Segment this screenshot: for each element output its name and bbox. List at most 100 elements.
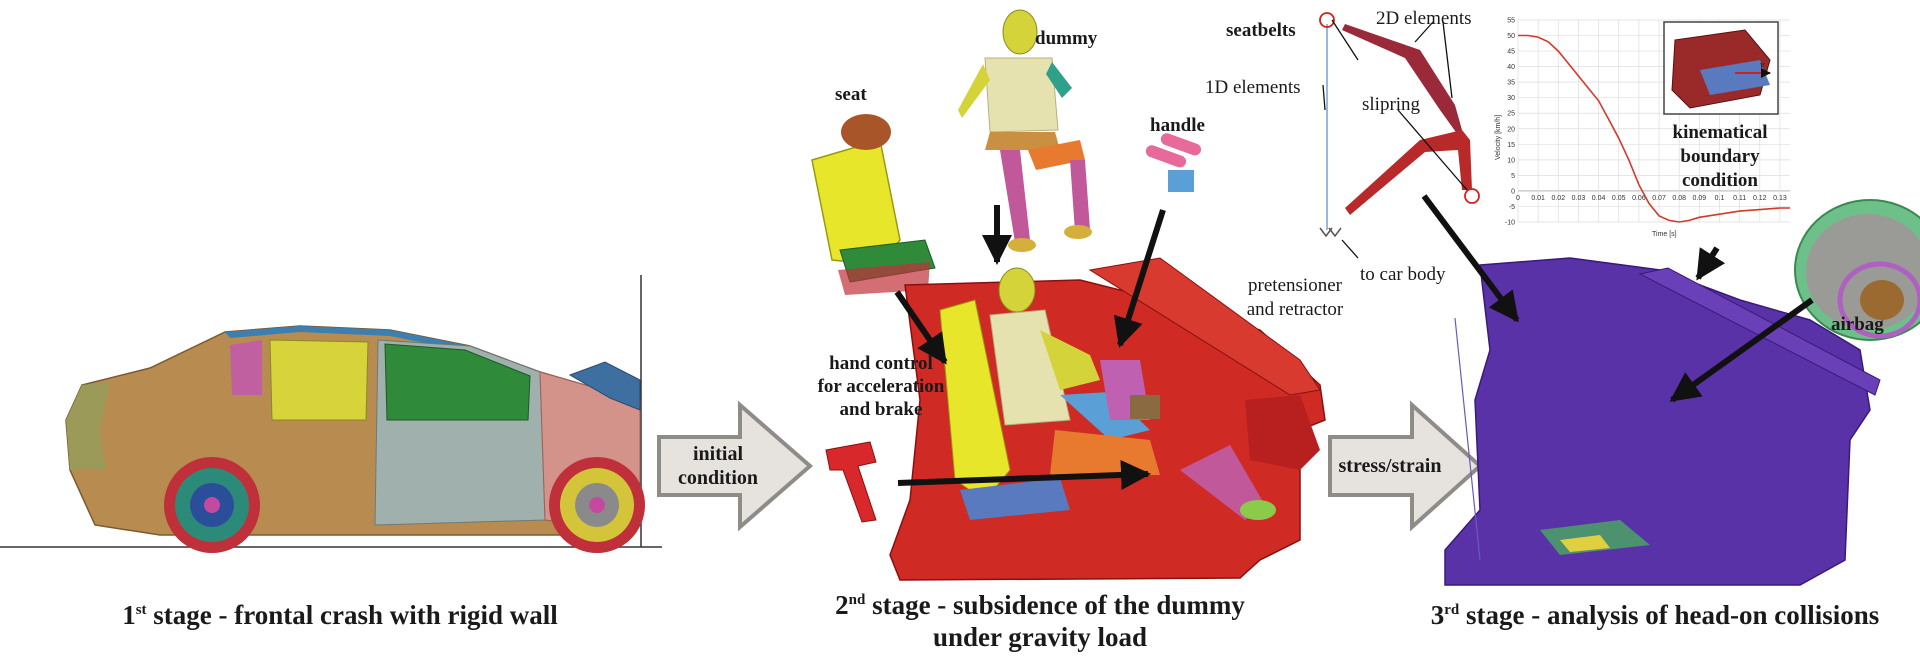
initial-condition-arrow — [657, 400, 814, 532]
dummy-exploded-model — [958, 9, 1092, 252]
dummy-label: dummy — [1035, 28, 1098, 49]
shoulder-belt — [1342, 24, 1462, 135]
kinematical-line-1: kinematical — [1672, 122, 1768, 143]
stage2-caption: 2nd stage - subsidence of the dummy unde… — [780, 584, 1300, 653]
stage1-caption-text: stage - frontal crash with rigid wall — [146, 600, 558, 630]
seat-exploded-model — [811, 114, 936, 295]
hand-control-label: hand control for acceleration and brake — [806, 352, 956, 421]
stage3-caption: 3rd stage - analysis of head-on collisio… — [1395, 600, 1915, 631]
chart-xtick-label: 0.13 — [1773, 195, 1787, 202]
slipring-label: slipring — [1362, 94, 1421, 115]
front-wheel — [549, 457, 645, 553]
stage3-label-leaders — [1322, 19, 1468, 259]
hand-control-line-2: for acceleration — [817, 376, 945, 397]
chart-xtick-label: 0.05 — [1612, 195, 1626, 202]
chart-xtick-label: 0.1 — [1715, 195, 1725, 202]
to-car-body-label: to car body — [1360, 264, 1446, 285]
anchor-symbol — [1319, 227, 1342, 238]
chart-xtick-label: 0.06 — [1632, 195, 1646, 202]
chart-ytick-label: 50 — [1507, 33, 1515, 40]
handle-exploded-model — [1145, 133, 1202, 192]
stage1-car-model — [0, 275, 662, 553]
stage3-caption-sup: rd — [1444, 602, 1460, 618]
chart-ytick-label: 55 — [1507, 18, 1515, 25]
1d-elements-label: 1D elements — [1205, 77, 1301, 98]
seatbelts-label: seatbelts — [1226, 20, 1296, 41]
slipring-bottom — [1464, 188, 1480, 204]
kinematical-boundary-label: kinematical boundary condition — [1655, 121, 1785, 193]
chart-ytick-label: 35 — [1507, 80, 1515, 87]
rear-wheel — [164, 457, 260, 553]
kinematical-line-3: condition — [1681, 170, 1759, 191]
airbag-model — [1794, 199, 1920, 341]
stage1-caption-num: 1 — [122, 600, 136, 630]
chart-ytick-label: 15 — [1507, 142, 1515, 149]
inset-velocity-label: v — [1760, 60, 1765, 71]
kinematic-inset: v — [1663, 21, 1779, 115]
initial-condition-text: initial condition — [658, 442, 778, 490]
lap-belt — [1345, 130, 1472, 215]
rear-bumper — [66, 382, 110, 470]
seat-label: seat — [835, 84, 867, 105]
stage2-caption-line-1: 2nd stage - subsidence of the dummy — [780, 584, 1300, 621]
chart-ytick-label: 0 — [1511, 188, 1515, 195]
chart-grid — [1517, 19, 1790, 223]
chart-ytick-label: 45 — [1507, 49, 1515, 56]
chart-xtick-label: 0.01 — [1531, 195, 1545, 202]
pretensioner-label: pretensioner and retractor — [1225, 274, 1365, 322]
stage3-caption-num: 3 — [1430, 600, 1445, 630]
stage2-caption-text: stage - subsidence of the dummy — [865, 590, 1245, 620]
velocity-series-line — [1518, 34, 1790, 223]
stage3-caption-text: stage - analysis of head-on collisions — [1459, 600, 1880, 630]
stage3-assembled-model — [1444, 257, 1881, 586]
chart-xtick-label: 0.02 — [1551, 195, 1565, 202]
seatbelt-detail — [1319, 12, 1480, 238]
chart-ytick-label: 30 — [1507, 95, 1515, 102]
chart-ytick-label: 25 — [1507, 111, 1515, 118]
stage2-assembled-model — [889, 257, 1326, 581]
pretensioner-line-1: pretensioner — [1248, 275, 1342, 296]
stage2-pointer-arrows — [894, 205, 1166, 490]
stress-strain-line: stress/strain — [1338, 455, 1442, 477]
slipring-top — [1319, 12, 1335, 28]
chart-xtick-label: 0.11 — [1733, 195, 1746, 202]
car-roof — [225, 326, 470, 350]
chart-ytick-label: 40 — [1507, 64, 1515, 71]
stage1-caption: 1st stage - frontal crash with rigid wal… — [60, 600, 620, 631]
chart-xtick-label: 0.09 — [1693, 195, 1707, 202]
rear-side-window — [269, 339, 369, 421]
2d-elements-label: 2D elements — [1376, 8, 1472, 29]
stage2-caption-line-2: under gravity load — [932, 622, 1148, 652]
hand-control-line-3: and brake — [839, 399, 923, 420]
chart-xtick-label: 0.07 — [1652, 195, 1666, 202]
front-side-window — [384, 343, 531, 421]
stress-strain-arrow — [1328, 400, 1483, 532]
chart-xtick-label: 0.12 — [1753, 195, 1767, 202]
airbag-label: airbag — [1831, 314, 1884, 335]
crumpled-hood — [568, 361, 641, 411]
stage2-caption-sup: nd — [848, 592, 866, 608]
initial-condition-line-2: condition — [677, 467, 759, 489]
stage1-caption-sup: st — [135, 602, 147, 618]
chart-xtick-label: 0.08 — [1672, 195, 1686, 202]
initial-condition-line-1: initial — [692, 443, 743, 465]
hand-control-model — [825, 441, 877, 523]
chart-xlabel: Time [s] — [1652, 231, 1677, 238]
rear-window — [230, 340, 262, 395]
stage3-pointer-arrows — [1421, 194, 1814, 403]
kinematical-line-2: boundary — [1680, 146, 1760, 167]
stress-strain-text: stress/strain — [1330, 454, 1450, 478]
chart-ytick-label: 10 — [1507, 157, 1515, 164]
handle-label: handle — [1150, 115, 1205, 136]
chart-ylabel: Velocity [km/h] — [1495, 115, 1502, 160]
pretensioner-line-2: and retractor — [1246, 299, 1344, 320]
chart-xtick-label: 0 — [1516, 195, 1520, 202]
chart-ytick-label: 5 — [1511, 173, 1515, 180]
chart-ytick-label: -5 — [1509, 204, 1515, 211]
stage2-caption-num: 2 — [835, 590, 849, 620]
hand-control-line-1: hand control — [829, 353, 933, 374]
chart-xtick-label: 0.03 — [1572, 195, 1586, 202]
